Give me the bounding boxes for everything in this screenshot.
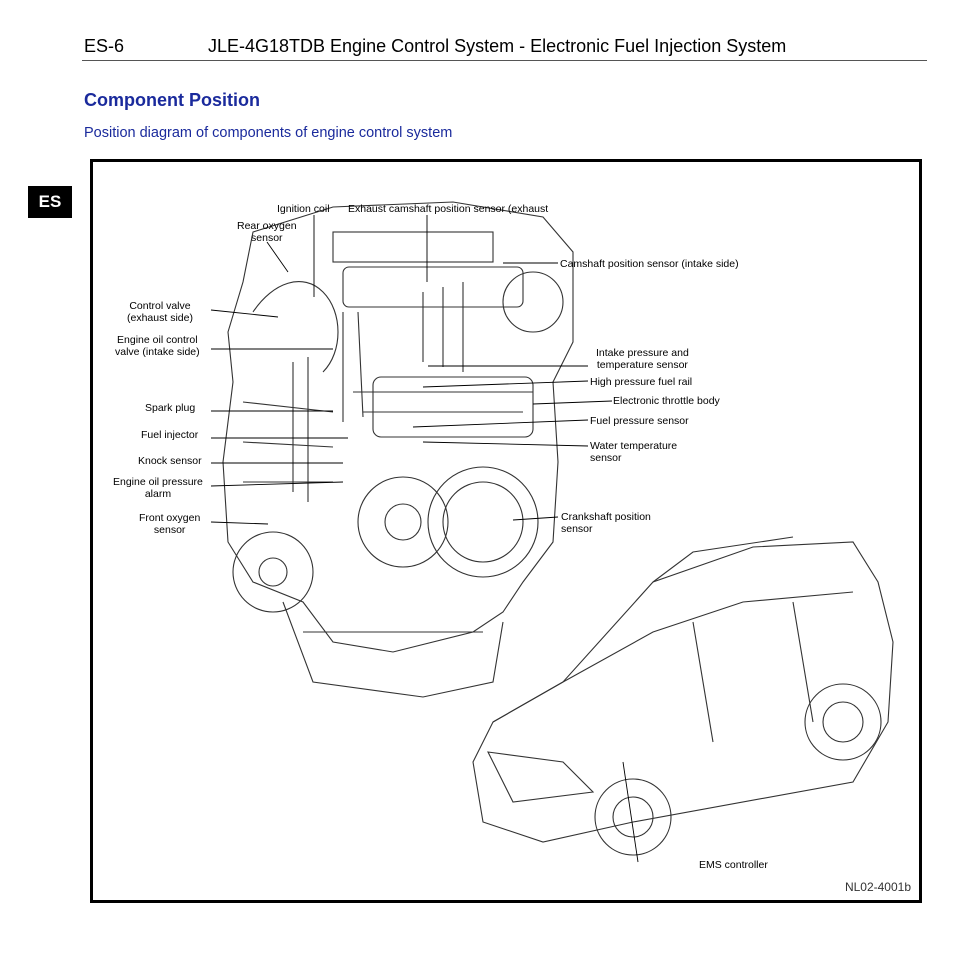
label-electronic-throttle-body: Electronic throttle body — [613, 395, 720, 407]
label-rear-oxygen-sensor: Rear oxygen sensor — [237, 220, 297, 244]
section-subtitle: Position diagram of components of engine… — [84, 125, 453, 141]
label-spark-plug: Spark plug — [145, 402, 196, 414]
side-tab-es[interactable]: ES — [28, 186, 72, 218]
label-crankshaft-position-sensor: Crankshaft position sensor — [561, 511, 651, 535]
label-knock-sensor: Knock sensor — [138, 455, 202, 467]
header-rule — [82, 60, 927, 61]
label-engine-oil-pressure-alarm: Engine oil pressure alarm — [113, 476, 203, 500]
label-exhaust-camshaft-sensor: Exhaust camshaft position sensor (exhaus… — [348, 203, 549, 215]
label-engine-oil-control-valve: Engine oil control valve (intake side) — [115, 334, 200, 358]
figure-frame: Ignition coil Exhaust camshaft position … — [90, 159, 922, 903]
label-control-valve-exhaust: Control valve (exhaust side) — [127, 300, 193, 324]
label-camshaft-sensor-intake: Camshaft position sensor (intake side) — [560, 258, 739, 270]
label-high-pressure-fuel-rail: High pressure fuel rail — [590, 376, 693, 388]
label-intake-pressure-temp-sensor: Intake pressure and temperature sensor — [596, 347, 689, 371]
label-ignition-coil: Ignition coil — [277, 203, 330, 215]
figure-illustration — [210, 201, 894, 863]
label-ems-controller: EMS controller — [699, 859, 768, 871]
label-fuel-injector: Fuel injector — [141, 429, 199, 441]
figure-id: NL02-4001b — [844, 880, 911, 894]
section-title: Component Position — [84, 90, 260, 110]
page-code: ES-6 — [84, 36, 125, 56]
label-water-temperature-sensor: Water temperature sensor — [590, 440, 678, 464]
label-fuel-pressure-sensor: Fuel pressure sensor — [590, 415, 689, 427]
page-header-title: JLE-4G18TDB Engine Control System - Elec… — [208, 36, 787, 56]
label-front-oxygen-sensor: Front oxygen sensor — [139, 512, 201, 536]
